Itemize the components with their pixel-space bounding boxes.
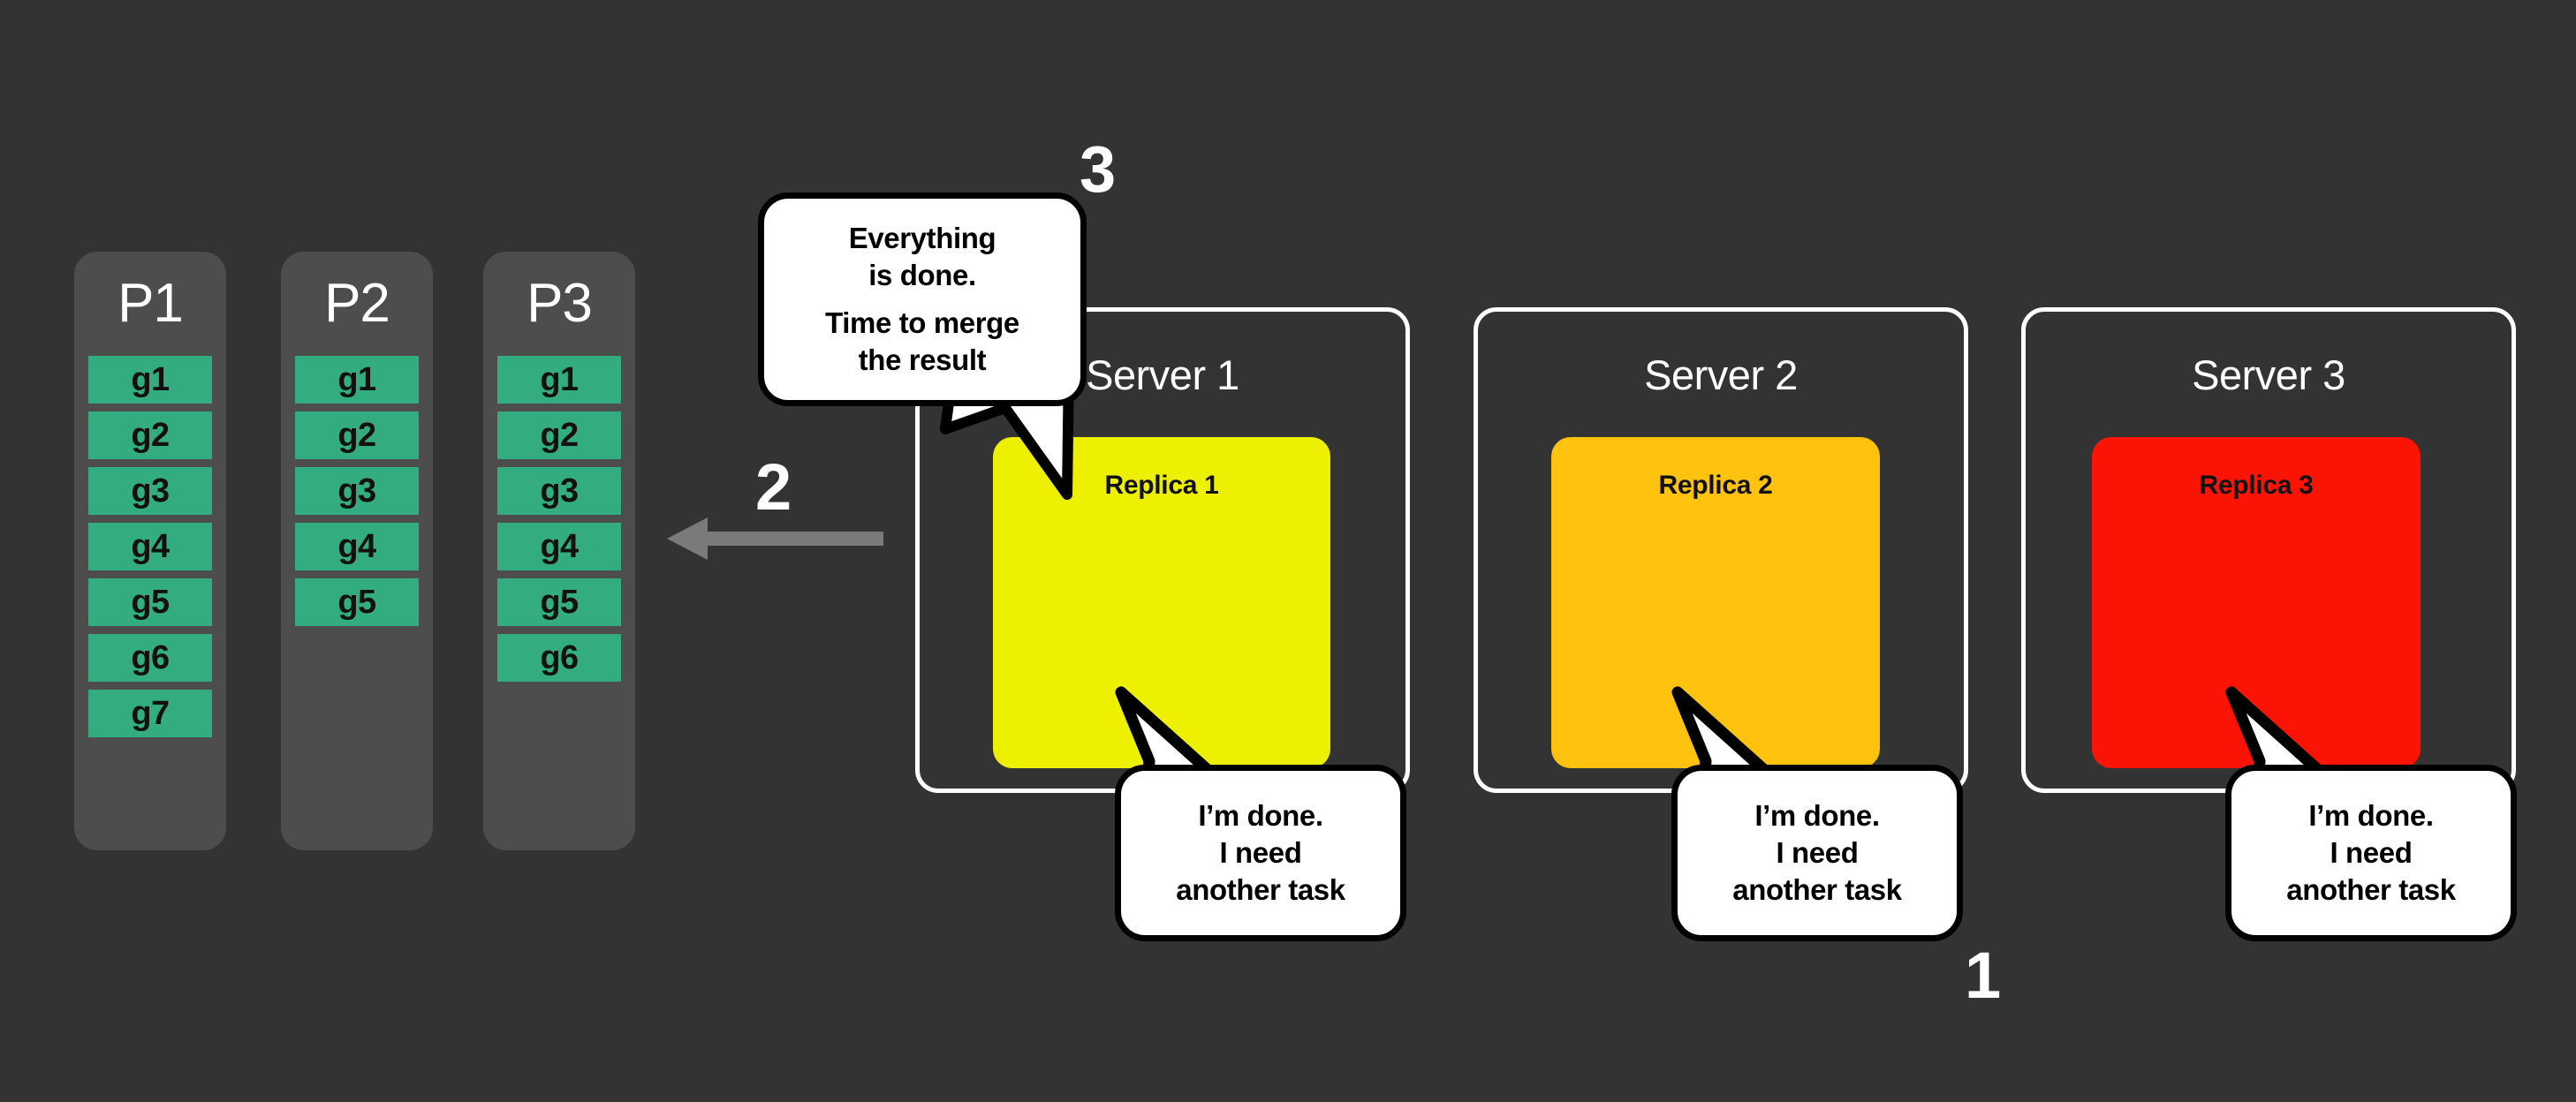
task-tile: g3 bbox=[497, 467, 621, 515]
task-tile: g4 bbox=[88, 523, 212, 570]
done-line-2: I need bbox=[1776, 835, 1859, 869]
task-tile: g1 bbox=[497, 356, 621, 404]
merge-line-4: the result bbox=[858, 343, 987, 377]
done-line-2: I need bbox=[1219, 835, 1302, 869]
replica-label: Replica 3 bbox=[2199, 471, 2314, 500]
done-speech-bubble-1: I’m done. I need another task bbox=[1115, 765, 1406, 941]
task-tile: g2 bbox=[88, 411, 212, 459]
task-tile: g2 bbox=[497, 411, 621, 459]
server-title: Server 3 bbox=[2192, 351, 2345, 398]
done-line-2: I need bbox=[2330, 835, 2413, 869]
partition-title: P2 bbox=[324, 273, 390, 334]
merge-line-2: is done. bbox=[868, 258, 976, 291]
task-tile: g3 bbox=[295, 467, 419, 515]
step-number-2: 2 bbox=[755, 450, 792, 524]
server-title: Server 1 bbox=[1086, 351, 1239, 398]
merge-line-3: Time to merge bbox=[825, 306, 1019, 339]
tile-stack: g1 g2 g3 g4 g5 g6 g7 bbox=[88, 356, 212, 745]
replica-box-2: Replica 2 bbox=[1551, 437, 1880, 768]
partition-title: P3 bbox=[527, 273, 593, 334]
merge-line-1: Everything bbox=[848, 221, 996, 254]
replica-box-3: Replica 3 bbox=[2092, 437, 2421, 768]
replica-label: Replica 1 bbox=[1104, 471, 1219, 500]
step-number-1: 1 bbox=[1965, 939, 2001, 1012]
step-number-3: 3 bbox=[1080, 132, 1116, 206]
done-line-1: I’m done. bbox=[2308, 798, 2434, 832]
tile-stack: g1 g2 g3 g4 g5 g6 bbox=[497, 356, 621, 690]
task-tile: g1 bbox=[295, 356, 419, 404]
replica-label: Replica 2 bbox=[1658, 471, 1773, 500]
done-line-1: I’m done. bbox=[1198, 798, 1323, 832]
task-tile: g4 bbox=[497, 523, 621, 570]
task-tile: g5 bbox=[295, 578, 419, 626]
task-tile: g6 bbox=[88, 634, 212, 682]
task-tile: g4 bbox=[295, 523, 419, 570]
done-speech-bubble-3: I’m done. I need another task bbox=[2225, 765, 2517, 941]
done-speech-bubble-2: I’m done. I need another task bbox=[1671, 765, 1963, 941]
done-line-3: another task bbox=[1176, 873, 1345, 907]
done-line-1: I’m done. bbox=[1754, 798, 1880, 832]
partition-column-p1: P1 g1 g2 g3 g4 g5 g6 g7 bbox=[74, 252, 226, 850]
partition-title: P1 bbox=[117, 273, 184, 334]
done-line-3: another task bbox=[2286, 873, 2456, 907]
replica-box-1: Replica 1 bbox=[993, 437, 1330, 768]
task-tile: g6 bbox=[497, 634, 621, 682]
task-tile: g1 bbox=[88, 356, 212, 404]
task-tile: g3 bbox=[88, 467, 212, 515]
task-tile: g5 bbox=[88, 578, 212, 626]
task-tile: g2 bbox=[295, 411, 419, 459]
partition-column-p3: P3 g1 g2 g3 g4 g5 g6 bbox=[483, 252, 635, 850]
task-tile: g7 bbox=[88, 690, 212, 737]
arrow-left-icon bbox=[667, 512, 883, 565]
partition-column-p2: P2 g1 g2 g3 g4 g5 bbox=[281, 252, 433, 850]
done-line-3: another task bbox=[1732, 873, 1902, 907]
task-tile: g5 bbox=[497, 578, 621, 626]
tile-stack: g1 g2 g3 g4 g5 bbox=[295, 356, 419, 634]
server-title: Server 2 bbox=[1644, 351, 1798, 398]
merge-speech-bubble: Everything is done. Time to merge the re… bbox=[758, 192, 1087, 406]
